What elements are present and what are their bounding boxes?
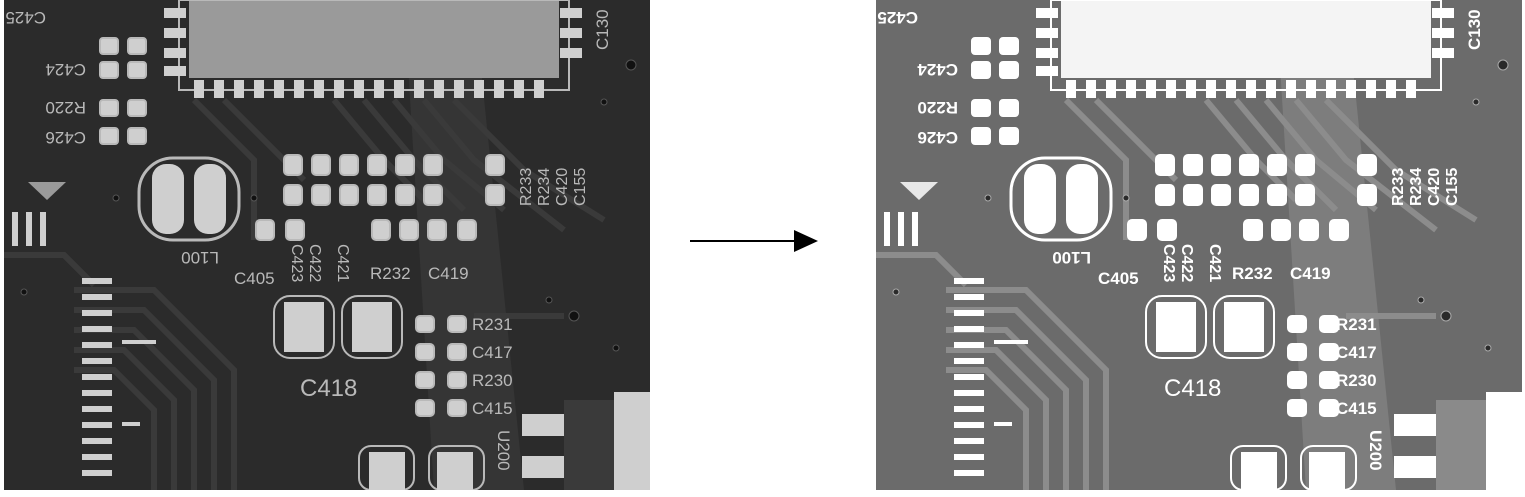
label-c417: C417 [472, 343, 513, 362]
label-c155: C155 [572, 168, 589, 206]
label-u200: U200 [1366, 430, 1385, 471]
right-arrow-icon [690, 230, 818, 252]
label-c130: C130 [593, 9, 612, 50]
label-c425: C425 [877, 8, 918, 27]
label-c421: C421 [1206, 244, 1223, 282]
label-r220: R220 [917, 98, 958, 117]
label-c422: C422 [1178, 244, 1195, 282]
label-r232: R232 [1232, 264, 1273, 283]
label-c419: C419 [1290, 264, 1331, 283]
pcb-original-svg: C425 C424 R220 C426 C130 R233 R234 C420 … [4, 0, 650, 490]
label-c415: C415 [1336, 399, 1377, 418]
label-r233: R233 [1390, 168, 1407, 206]
label-l100: L100 [181, 248, 219, 267]
label-c426: C426 [917, 128, 958, 147]
label-c421: C421 [334, 244, 351, 282]
label-u200: U200 [494, 430, 513, 471]
label-c422: C422 [306, 244, 323, 282]
label-c419: C419 [428, 264, 469, 283]
label-c423: C423 [288, 244, 305, 282]
label-r231: R231 [1336, 315, 1377, 334]
label-r231: R231 [472, 315, 513, 334]
pcb-image-enhanced: C425 C424 R220 C426 C130 R233 R234 C420 … [876, 0, 1522, 490]
label-c130: C130 [1465, 9, 1484, 50]
label-r232: R232 [370, 264, 411, 283]
label-c425: C425 [5, 8, 46, 27]
label-r234: R234 [536, 168, 553, 206]
label-c420: C420 [554, 168, 571, 206]
label-c417: C417 [1336, 343, 1377, 362]
pcb-image-original: C425 C424 R220 C426 C130 R233 R234 C420 … [4, 0, 650, 490]
label-r234: R234 [1408, 168, 1425, 206]
label-c418: C418 [300, 375, 357, 402]
label-l100: L100 [1052, 248, 1091, 267]
label-c420: C420 [1426, 168, 1443, 206]
label-r233: R233 [518, 168, 535, 206]
pcb-enhanced-svg: C425 C424 R220 C426 C130 R233 R234 C420 … [876, 0, 1522, 490]
label-c424: C424 [917, 60, 958, 79]
label-c424: C424 [45, 60, 86, 79]
label-r230: R230 [1336, 371, 1377, 390]
label-c423: C423 [1160, 244, 1177, 282]
label-c405: C405 [234, 269, 275, 288]
label-c155: C155 [1444, 168, 1461, 206]
label-c426: C426 [45, 128, 86, 147]
label-c418: C418 [1164, 375, 1221, 402]
label-r230: R230 [472, 371, 513, 390]
label-r220: R220 [45, 98, 86, 117]
label-c405: C405 [1098, 269, 1139, 288]
label-c415: C415 [472, 399, 513, 418]
